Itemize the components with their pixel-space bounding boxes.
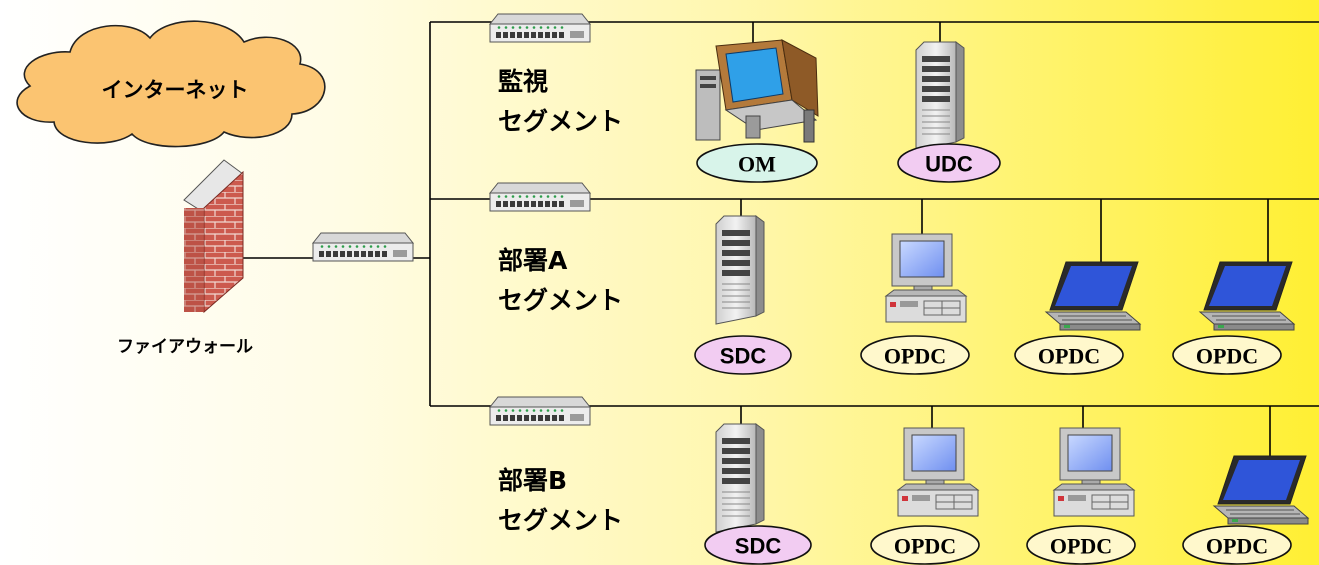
node-udc-label: UDC: [925, 152, 973, 177]
node-dept-b-sdc: SDC: [704, 525, 812, 565]
node-dept-b-opdc-3-label: OPDC: [1206, 534, 1268, 559]
segment-label-line2: セグメント: [498, 107, 624, 136]
node-dept-a-opdc-1-label: OPDC: [884, 344, 946, 369]
node-dept-a-opdc-3: OPDC: [1172, 335, 1282, 375]
dept-b-opdc-desktop-2-icon: [1053, 427, 1135, 517]
dept-b-sdc-server-icon: [715, 423, 765, 533]
node-dept-b-opdc-3: OPDC: [1182, 525, 1292, 565]
segment-label-line1: 監視: [498, 67, 549, 96]
node-dept-a-opdc-2-label: OPDC: [1038, 344, 1100, 369]
dept-b-opdc-desktop-1-icon: [897, 427, 979, 517]
node-dept-b-opdc-2: OPDC: [1026, 525, 1136, 565]
firewall-label: ファイアウォール: [117, 337, 253, 357]
node-dept-a-opdc-1: OPDC: [860, 335, 970, 375]
om-workstation-icon: [695, 39, 819, 143]
internet-cloud: インターネット: [16, 20, 326, 148]
node-dept-b-opdc-1-label: OPDC: [894, 534, 956, 559]
dept-b-opdc-laptop-icon: [1213, 455, 1309, 525]
dept-a-opdc-laptop-2-icon: [1199, 261, 1295, 331]
dept-a-hub-icon: [489, 182, 591, 212]
node-dept-b-opdc-1: OPDC: [870, 525, 980, 565]
node-udc: UDC: [897, 143, 1001, 183]
internet-label: インターネット: [102, 78, 249, 102]
node-om: OM: [696, 143, 818, 183]
dept-a-sdc-server-icon: [715, 215, 765, 325]
dept-a-segment-label: 部署A セグメント: [498, 241, 623, 321]
segment-label-line2: セグメント: [498, 286, 624, 315]
segment-label-line2: セグメント: [498, 506, 624, 535]
node-dept-a-sdc: SDC: [694, 335, 792, 375]
core-hub-icon: [312, 232, 414, 262]
dept-a-opdc-desktop-icon: [885, 233, 967, 323]
dept-a-opdc-laptop-1-icon: [1045, 261, 1141, 331]
node-dept-b-opdc-2-label: OPDC: [1050, 534, 1112, 559]
node-dept-a-sdc-label: SDC: [720, 344, 767, 369]
monitor-segment-label: 監視 セグメント: [498, 62, 623, 142]
dept-b-hub-icon: [489, 396, 591, 426]
monitor-segment-hub-icon: [489, 13, 591, 43]
udc-server-icon: [915, 41, 965, 151]
firewall-icon: [183, 159, 244, 314]
node-dept-a-opdc-2: OPDC: [1014, 335, 1124, 375]
segment-label-line1: 部署B: [498, 466, 568, 495]
dept-b-segment-label: 部署B セグメント: [498, 461, 623, 541]
node-dept-b-sdc-label: SDC: [735, 534, 782, 559]
node-om-label: OM: [738, 152, 776, 177]
node-dept-a-opdc-3-label: OPDC: [1196, 344, 1258, 369]
segment-label-line1: 部署A: [498, 246, 568, 275]
